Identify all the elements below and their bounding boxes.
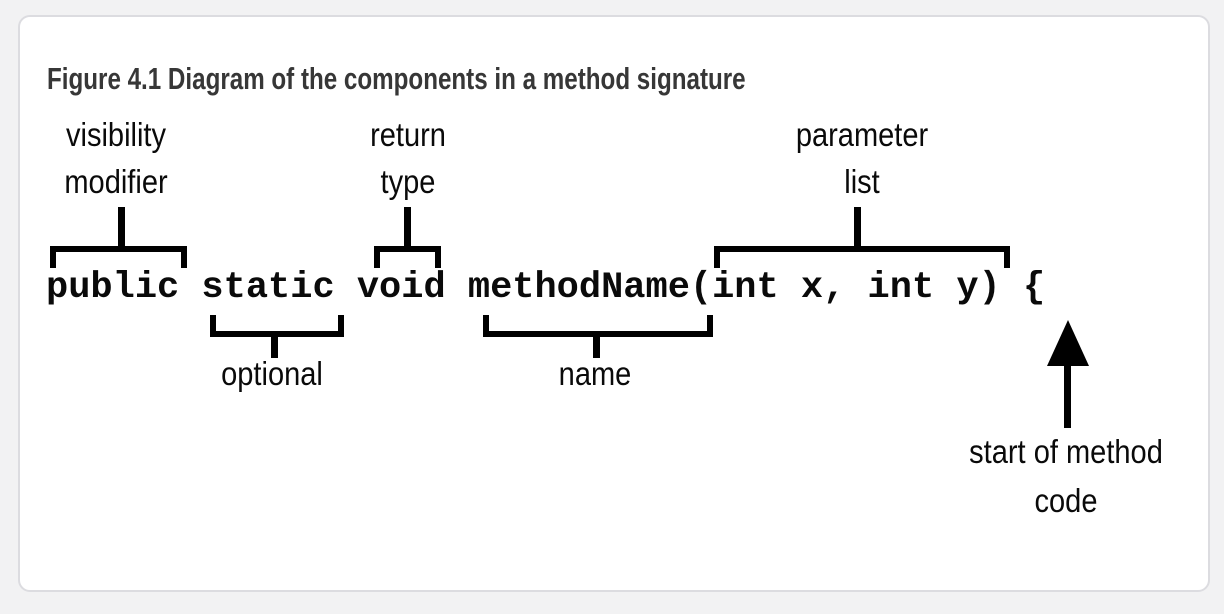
optional-bracket (210, 315, 344, 337)
up-arrow-head-icon (1047, 320, 1089, 366)
parameter-list-label-line1: parameter (795, 116, 929, 153)
return-type-label: return type (370, 111, 446, 205)
return-type-bracket (374, 246, 441, 268)
name-label: name (558, 355, 632, 392)
visibility-modifier-stem (118, 207, 125, 246)
figure-title: Figure 4.1 Diagram of the components in … (47, 61, 746, 96)
start-of-method-code-label-line2: code (1034, 482, 1098, 519)
start-of-method-code-label-line1: start of method (969, 433, 1163, 470)
visibility-modifier-bracket (50, 246, 187, 268)
visibility-modifier-label-line1: visibility (65, 116, 167, 153)
visibility-modifier-label-line2: modifier (64, 163, 168, 200)
figure-card (18, 15, 1210, 592)
up-arrow-stem (1064, 362, 1071, 428)
return-type-label-line2: type (380, 163, 436, 200)
parameter-list-label: parameter list (796, 111, 928, 205)
method-signature-code: public static void methodName(int x, int… (46, 267, 1046, 309)
name-bracket (483, 315, 713, 337)
return-type-label-line1: return (370, 116, 446, 153)
start-of-method-code-label: start of method code (969, 427, 1163, 525)
optional-label: optional (221, 355, 323, 392)
return-type-stem (404, 207, 411, 246)
visibility-modifier-label: visibility modifier (64, 111, 167, 205)
parameter-list-label-line2: list (844, 163, 880, 200)
parameter-list-stem (854, 207, 861, 246)
name-stem (593, 337, 600, 358)
parameter-list-bracket (714, 246, 1010, 268)
optional-stem (271, 337, 278, 358)
